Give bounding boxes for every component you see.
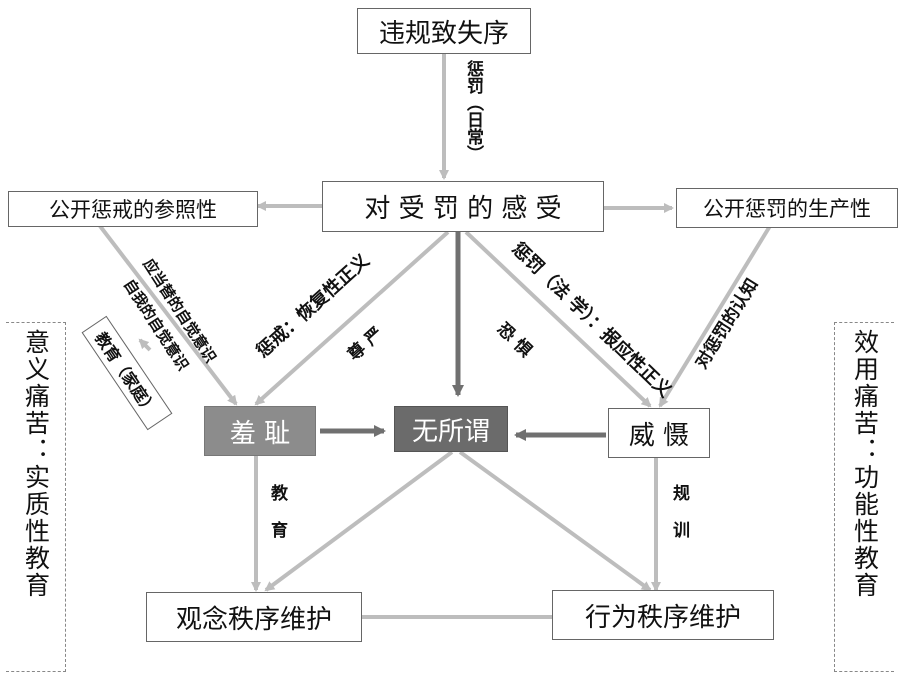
node-deterrence: 威 慑 <box>608 408 710 458</box>
node-center-feeling: 对 受 罚 的 感 受 <box>322 181 604 232</box>
node-concept-order: 观念秩序维护 <box>146 592 362 642</box>
label-punish-daily: 惩罚（日常） <box>463 60 483 162</box>
node-right-productive: 公开惩罚的生产性 <box>676 188 898 228</box>
edge-center-to-deterrence <box>464 230 652 408</box>
edge-indifferent-to-concept <box>264 450 454 592</box>
node-left-reference: 公开惩戒的参照性 <box>8 191 258 227</box>
edge-to-family-edu <box>138 338 152 352</box>
side-box-utility-pain: 效用痛苦：功能性教育 <box>834 322 894 672</box>
side-label-meaning-pain: 意义痛苦：实质性教育 <box>21 329 51 599</box>
node-top-violation: 违规致失序 <box>357 8 531 54</box>
node-shame: 羞 耻 <box>204 406 316 456</box>
node-behavior-order: 行为秩序维护 <box>552 590 774 640</box>
edge-right-prod-to-deterrence <box>658 224 772 408</box>
edge-left-ref-to-shame <box>98 224 238 406</box>
side-box-meaning-pain: 意义痛苦：实质性教育 <box>6 322 66 672</box>
node-indifferent: 无所谓 <box>394 406 508 452</box>
edge-center-to-shame <box>254 230 450 406</box>
label-education: 教 育 <box>267 484 287 538</box>
label-discipline: 规 训 <box>669 484 689 538</box>
side-label-utility-pain: 效用痛苦：功能性教育 <box>850 329 880 599</box>
edge-indifferent-to-behavior <box>458 450 652 592</box>
